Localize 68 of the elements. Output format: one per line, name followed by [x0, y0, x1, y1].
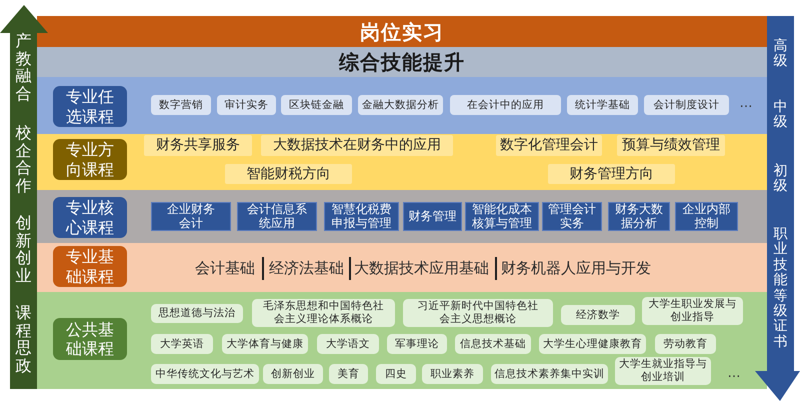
course-band	[37, 243, 767, 292]
course-band	[37, 190, 767, 243]
course-tag: 四史	[376, 364, 416, 384]
arrow-label: 初级	[774, 164, 788, 195]
course-tag: 创新创业	[263, 364, 323, 384]
course-tag: 信息技术素养集中实训	[491, 364, 608, 384]
course-box: 智慧化税费申报与管理	[324, 202, 399, 231]
course-tag: 在会计中的应用	[450, 95, 561, 115]
course-tag: 金融大数据分析	[358, 95, 443, 115]
arrow-label: 高级	[774, 39, 788, 70]
course-tag: 财务管理方向	[548, 164, 675, 184]
category-tag: 专业任选课程	[53, 86, 127, 127]
course-tag: 预算与绩效管理	[617, 135, 725, 156]
course-tag: 智能财税方向	[225, 164, 352, 184]
course-box: 企业财务会计	[151, 202, 231, 231]
arrow-label: 职业技能等级证书	[774, 227, 788, 350]
course-tag: 财务共享服务	[144, 135, 252, 156]
course-tag: 大学生就业指导与创业培训	[615, 357, 711, 385]
course-tag: 毛泽东思想和中国特色社会主义理论体系概论	[252, 299, 395, 327]
band-title: 综合技能提升	[339, 52, 465, 72]
ellipsis: …	[738, 96, 754, 112]
course-tag: 统计学基础	[567, 95, 638, 115]
course-tag: 大学英语	[151, 334, 213, 354]
course-band	[37, 134, 767, 190]
banner-band	[37, 47, 767, 77]
arrow-label: 中级	[774, 100, 788, 131]
course-tag: 数字营销	[151, 95, 211, 115]
ellipsis: …	[726, 366, 742, 382]
course-tag: 劳动教育	[655, 334, 716, 354]
arrow-label: 校企合作	[16, 124, 32, 194]
arrow-label: 创新创业	[16, 214, 32, 284]
course-box: 财务大数据分析	[608, 202, 670, 231]
course-tag: 大学语文	[317, 334, 379, 354]
course-tag: 经济数学	[561, 305, 635, 325]
course-tag: 军事理论	[387, 334, 447, 354]
course-name: 会计基础	[195, 258, 256, 279]
course-tag: 职业素养	[422, 364, 483, 384]
course-tag: 习近平新时代中国特色社会主义思想概论	[403, 299, 553, 327]
course-name: 大数据技术应用基础	[354, 258, 490, 279]
course-tag: 数字化管理会计	[496, 135, 602, 156]
course-tag: 思想道德与法治	[151, 304, 243, 323]
category-tag: 专业核心课程	[53, 197, 127, 238]
course-tag: 大数据技术在财务中的应用	[261, 135, 453, 156]
category-tag: 专业基础课程	[53, 246, 127, 287]
course-band	[37, 77, 767, 134]
course-box: 财务管理	[403, 202, 462, 231]
course-tag: 会计制度设计	[644, 95, 729, 115]
course-tag: 大学生心理健康教育	[539, 334, 646, 354]
course-box: 企业内部控制	[675, 202, 738, 231]
course-tag: 中华传统文化与艺术	[151, 364, 259, 384]
course-box: 会计信息系统应用	[237, 202, 317, 231]
category-tag: 公共基础课程	[53, 318, 127, 360]
course-tag: 大学体育与健康	[222, 334, 308, 354]
band-title: 岗位实习	[360, 22, 444, 42]
banner-band	[37, 16, 767, 47]
arrow-label: 产教融合	[16, 32, 32, 102]
course-box: 智能化成本核算与管理	[465, 202, 539, 231]
course-tag: 区块链金融	[281, 95, 352, 115]
arrow-label: 课程思政	[16, 304, 32, 374]
course-box: 管理会计实务	[542, 202, 602, 231]
course-tag: 审计实务	[217, 95, 276, 115]
category-tag: 专业方向课程	[53, 139, 127, 180]
course-tag: 大学生职业发展与创业指导	[642, 297, 743, 325]
course-band	[37, 292, 767, 389]
course-name: 经济法基础	[269, 258, 345, 279]
course-tag: 信息技术基础	[455, 334, 531, 354]
course-tag: 美育	[329, 364, 368, 384]
course-name: 财务机器人应用与开发	[501, 258, 652, 279]
